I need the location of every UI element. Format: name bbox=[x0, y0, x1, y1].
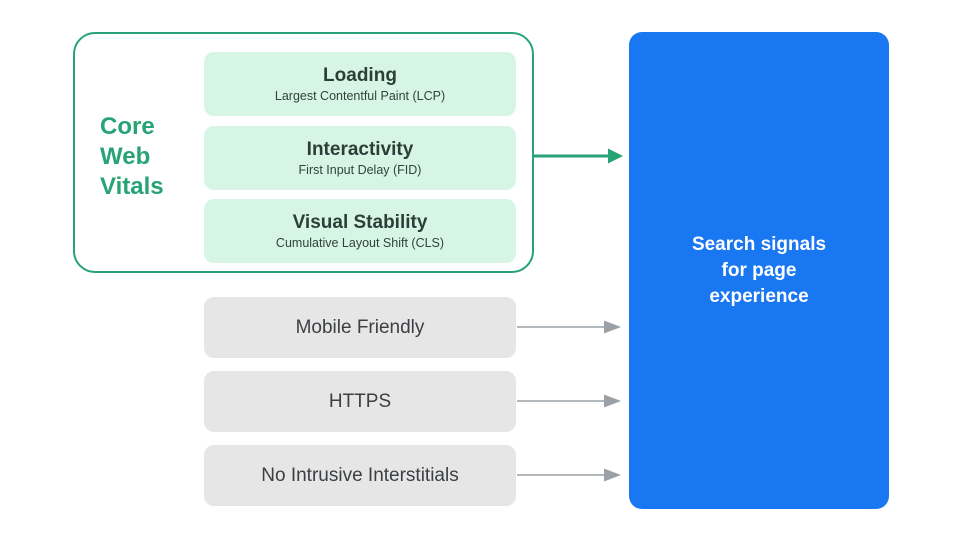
signal-title: Mobile Friendly bbox=[295, 317, 425, 338]
core-web-vitals-label-line-2: Web bbox=[100, 143, 151, 170]
metric-subtitle: First Input Delay (FID) bbox=[298, 162, 422, 177]
signal-card-https[interactable]: HTTPS bbox=[204, 371, 516, 432]
metric-card-interactivity[interactable]: Interactivity First Input Delay (FID) bbox=[204, 126, 516, 190]
search-signals-box[interactable]: Search signals for page experience bbox=[629, 32, 889, 509]
metric-title: Interactivity bbox=[306, 138, 414, 160]
core-web-vitals-arrow bbox=[534, 148, 623, 164]
metric-subtitle: Largest Contentful Paint (LCP) bbox=[274, 88, 446, 103]
signal-card-mobile-friendly[interactable]: Mobile Friendly bbox=[204, 297, 516, 358]
metric-subtitle: Cumulative Layout Shift (CLS) bbox=[275, 235, 445, 250]
search-signals-line-1: Search signals bbox=[691, 233, 827, 255]
https-arrow bbox=[517, 394, 621, 408]
mobile-friendly-arrow bbox=[517, 320, 621, 334]
core-web-vitals-label-line-1: Core bbox=[100, 113, 155, 140]
metric-title: Loading bbox=[323, 64, 397, 86]
signal-title: No Intrusive Interstitials bbox=[261, 465, 459, 486]
search-signals-line-3: experience bbox=[709, 285, 809, 307]
metric-card-loading[interactable]: Loading Largest Contentful Paint (LCP) bbox=[204, 52, 516, 116]
search-signals-line-2: for page bbox=[721, 259, 797, 281]
search-signals-text: Search signals for page experience bbox=[674, 232, 844, 310]
metric-card-visual-stability[interactable]: Visual Stability Cumulative Layout Shift… bbox=[204, 199, 516, 263]
core-web-vitals-label: Core Web Vitals bbox=[100, 112, 185, 202]
signal-card-no-intrusive-interstitials[interactable]: No Intrusive Interstitials bbox=[204, 445, 516, 506]
core-web-vitals-group bbox=[73, 32, 534, 273]
signal-title: HTTPS bbox=[328, 391, 392, 412]
no-intrusive-interstitials-arrow bbox=[517, 468, 621, 482]
core-web-vitals-label-line-3: Vitals bbox=[100, 173, 164, 200]
metric-title: Visual Stability bbox=[292, 211, 428, 233]
